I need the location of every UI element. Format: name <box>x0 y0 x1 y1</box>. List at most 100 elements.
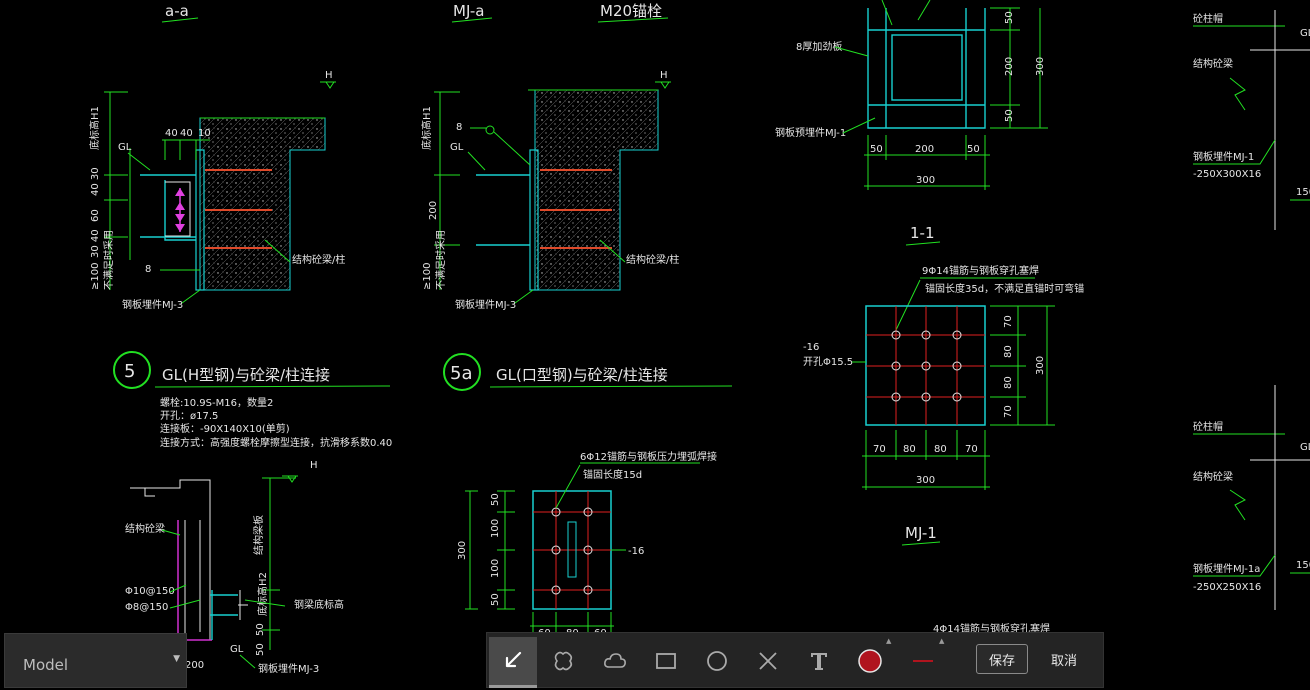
dim-200: 200 <box>428 201 439 220</box>
plate-mj1: 1-1 9Φ14锚筋与钢板穿孔塞焊 锚固长度35d，不满足直锚时可弯锚 -16 … <box>803 224 1084 637</box>
label-h-mja: H <box>660 70 668 81</box>
dim-sb300: 300 <box>916 475 935 486</box>
label-elev-h2: 底标高H2 <box>256 572 269 616</box>
circle-tool-button[interactable] <box>693 637 741 685</box>
title-mja: MJ-a <box>453 2 484 20</box>
label-struct-concrete2: 结构砼梁 <box>125 522 165 535</box>
dim-3040: 30 40 <box>90 229 101 258</box>
dim-m300: 300 <box>457 541 468 560</box>
label-mj1a-right: 钢板埋件MJ-1a <box>1193 562 1260 575</box>
cloud-tool-button[interactable] <box>591 637 639 685</box>
arrow-icon <box>505 651 522 668</box>
label-rebar6: 6Φ12锚筋与钢板压力埋弧焊接 <box>580 450 717 463</box>
dim-b50: 50 <box>870 144 883 155</box>
label-struct-beam: 结构砼梁 <box>1193 57 1233 70</box>
dim-top50b: 50 <box>1004 109 1015 122</box>
dim-l50a: 50 <box>255 623 266 636</box>
line-width-button[interactable] <box>899 637 947 685</box>
dim-sb70b: 70 <box>965 444 978 455</box>
note-5-1: 螺栓:10.9S-M16，数量2 <box>160 396 273 409</box>
dim-min100: ≥100 <box>90 263 101 290</box>
label-not-full: 不满足时采用 <box>103 230 115 290</box>
dim-m50a: 50 <box>490 493 501 506</box>
label-minus16b: -16 <box>628 546 644 557</box>
dim-60: 60 <box>90 209 101 222</box>
dim-top50: 50 <box>1004 11 1015 24</box>
label-8-aa: 8 <box>145 264 151 275</box>
dim-s80a: 80 <box>1003 345 1014 358</box>
detail-5-number: 5 <box>124 361 135 382</box>
dim-r150b: 150 <box>1296 560 1310 571</box>
model-layout-select[interactable]: Model ▼ <box>4 633 187 688</box>
label-mj1a-size: -250X250X16 <box>1193 582 1261 593</box>
dim-s300: 300 <box>1035 356 1046 375</box>
label-rebar4: 4Φ14锚筋与钢板穿孔塞焊 <box>933 622 1050 635</box>
rectangle-icon <box>656 653 676 669</box>
cancel-button[interactable]: 取消 <box>1050 653 1077 669</box>
label-elev-h1-b: 底标高H1 <box>420 106 433 150</box>
text-tool-button[interactable] <box>795 637 843 685</box>
dim-b300: 300 <box>916 175 935 186</box>
text-icon <box>811 653 827 670</box>
right-partial-views: 砼柱帽 结构砼梁 钢板埋件MJ-1 -250X300X16 GL 150 砼柱帽… <box>1193 10 1310 610</box>
dim-m100a: 100 <box>490 519 501 538</box>
label-struct-mja: 结构砼梁/柱 <box>626 253 679 266</box>
rectangle-tool-button[interactable] <box>642 637 690 685</box>
dim-40a: 40 <box>165 128 178 139</box>
cross-icon <box>759 652 777 670</box>
label-mj3-lower: 钢板埋件MJ-3 <box>258 662 319 675</box>
circle-icon <box>707 651 727 671</box>
label-gl-mja: GL <box>450 142 464 153</box>
dim-b200: 200 <box>915 144 934 155</box>
dim-l200: 200 <box>185 660 204 671</box>
label-gl-right2: GL <box>1300 442 1310 453</box>
label-plate-mj1: 钢板预埋件MJ-1 <box>775 126 846 139</box>
dim-s70b: 70 <box>1003 405 1014 418</box>
note-5-2: 开孔：ø17.5 <box>160 410 218 422</box>
detail-5-section: H 结构砼梁 结构梁板 Φ10@150 Φ8@150 底标高H2 钢梁底标高 5… <box>125 460 344 675</box>
pointer-tool-button[interactable] <box>489 637 537 688</box>
plate-5a: 50 100 100 50 300 6Φ12锚筋与钢板压力埋弧焊接 锚固长度15… <box>457 450 717 639</box>
label-mj3-mja: 钢板埋件MJ-3 <box>455 298 516 311</box>
dim-r150a: 150 <box>1296 187 1310 198</box>
dim-sb70a: 70 <box>873 444 886 455</box>
label-h-lower: H <box>310 460 318 471</box>
color-picker-button[interactable] <box>846 637 894 685</box>
label-hole: 开孔Φ15.5 <box>803 356 853 368</box>
dim-top300: 300 <box>1035 57 1046 76</box>
dim-40b: 40 <box>180 128 193 139</box>
label-beam-bottom: 钢梁底标高 <box>294 598 344 611</box>
detail-5a-header: 5a GL(口型钢)与砼梁/柱连接 <box>443 353 733 391</box>
caret-up-icon-2: ▲ <box>939 637 945 645</box>
title-aa: a-a <box>165 2 189 20</box>
detail-aa: a-a H 底标高H1 40 30 60 30 40 ≥100 不满足时采用 4… <box>88 2 345 311</box>
label-gl-right: GL <box>1300 28 1310 39</box>
lasso-tool-button[interactable] <box>540 637 588 685</box>
dim-l50b: 50 <box>255 643 266 656</box>
label-mj1-right: 钢板埋件MJ-1 <box>1193 150 1254 163</box>
label-8-mja: 8 <box>456 122 462 133</box>
label-stirrup1: Φ10@150 <box>125 586 175 597</box>
cloud-icon <box>604 653 626 668</box>
dim-s70a: 70 <box>1003 315 1014 328</box>
caret-up-icon: ▲ <box>886 637 892 645</box>
label-rebar9: 9Φ14锚筋与钢板穿孔塞焊 <box>922 264 1039 277</box>
title-1-1: 1-1 <box>910 224 935 242</box>
label-col-cap2: 砼柱帽 <box>1193 420 1223 433</box>
label-anchor35: 锚固长度35d，不满足直锚时可弯锚 <box>925 282 1084 295</box>
chevron-down-icon[interactable]: ▼ <box>173 654 180 664</box>
plate-top: 8厚加劲板 钢板预埋件MJ-1 50 200 50 300 50 200 50 … <box>775 0 1048 190</box>
dim-m50b: 50 <box>490 593 501 606</box>
save-button[interactable]: 保存 <box>976 644 1028 674</box>
cross-tool-button[interactable] <box>744 637 792 685</box>
label-not-full-b: 不满足时采用 <box>435 230 447 290</box>
label-col-cap: 砼柱帽 <box>1193 12 1223 25</box>
label-h-aa: H <box>325 70 333 81</box>
detail-mja: MJ-a M20锚栓 H 底标高H1 200 ≥100 不满足时采用 8 GL … <box>420 2 679 311</box>
dim-sb80b: 80 <box>934 444 947 455</box>
label-gl-aa: GL <box>118 142 132 153</box>
dim-4030: 40 30 <box>90 167 101 196</box>
dim-top200: 200 <box>1004 57 1015 76</box>
model-select-value: Model <box>23 656 69 674</box>
